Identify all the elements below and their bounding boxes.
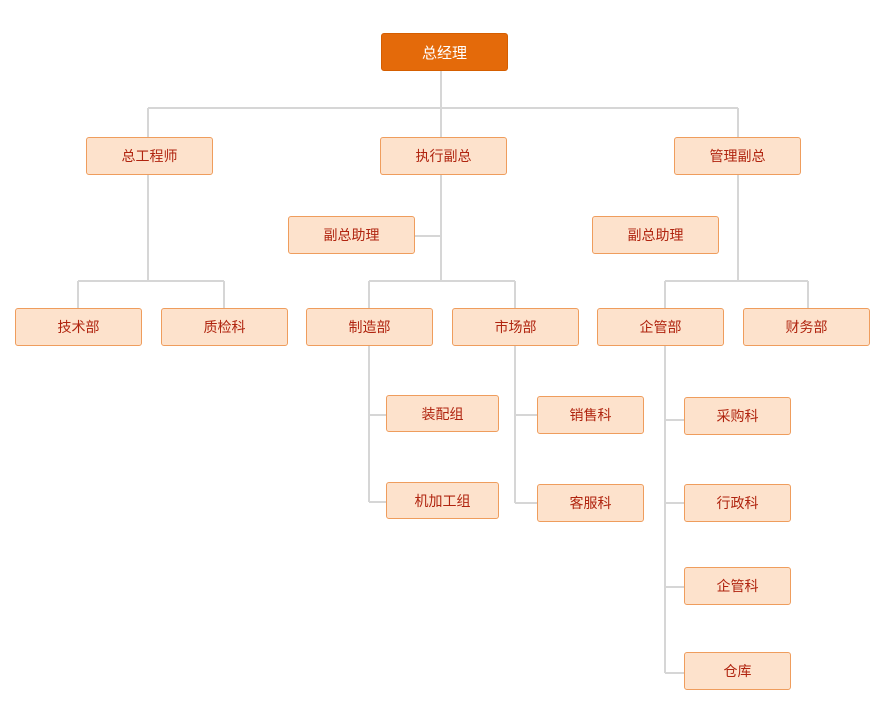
node-exec-vp: 执行副总 [380, 137, 507, 175]
node-enterprise-mgmt-dept: 企管部 [597, 308, 724, 346]
node-sales-section: 销售科 [537, 396, 644, 434]
node-purchasing-section: 采购科 [684, 397, 791, 435]
node-assistant-exec: 副总助理 [288, 216, 415, 254]
node-marketing-dept: 市场部 [452, 308, 579, 346]
node-qc-section: 质检科 [161, 308, 288, 346]
node-manufacturing-dept: 制造部 [306, 308, 433, 346]
node-customer-service-section: 客服科 [537, 484, 644, 522]
node-assembly-group: 装配组 [386, 395, 499, 432]
node-administration-section: 行政科 [684, 484, 791, 522]
node-chief-engineer: 总工程师 [86, 137, 213, 175]
node-finance-dept: 财务部 [743, 308, 870, 346]
node-assistant-admin: 副总助理 [592, 216, 719, 254]
node-tech-dept: 技术部 [15, 308, 142, 346]
node-warehouse: 仓库 [684, 652, 791, 690]
node-ceo: 总经理 [381, 33, 508, 71]
node-enterprise-mgmt-section: 企管科 [684, 567, 791, 605]
node-admin-vp: 管理副总 [674, 137, 801, 175]
node-machining-group: 机加工组 [386, 482, 499, 519]
